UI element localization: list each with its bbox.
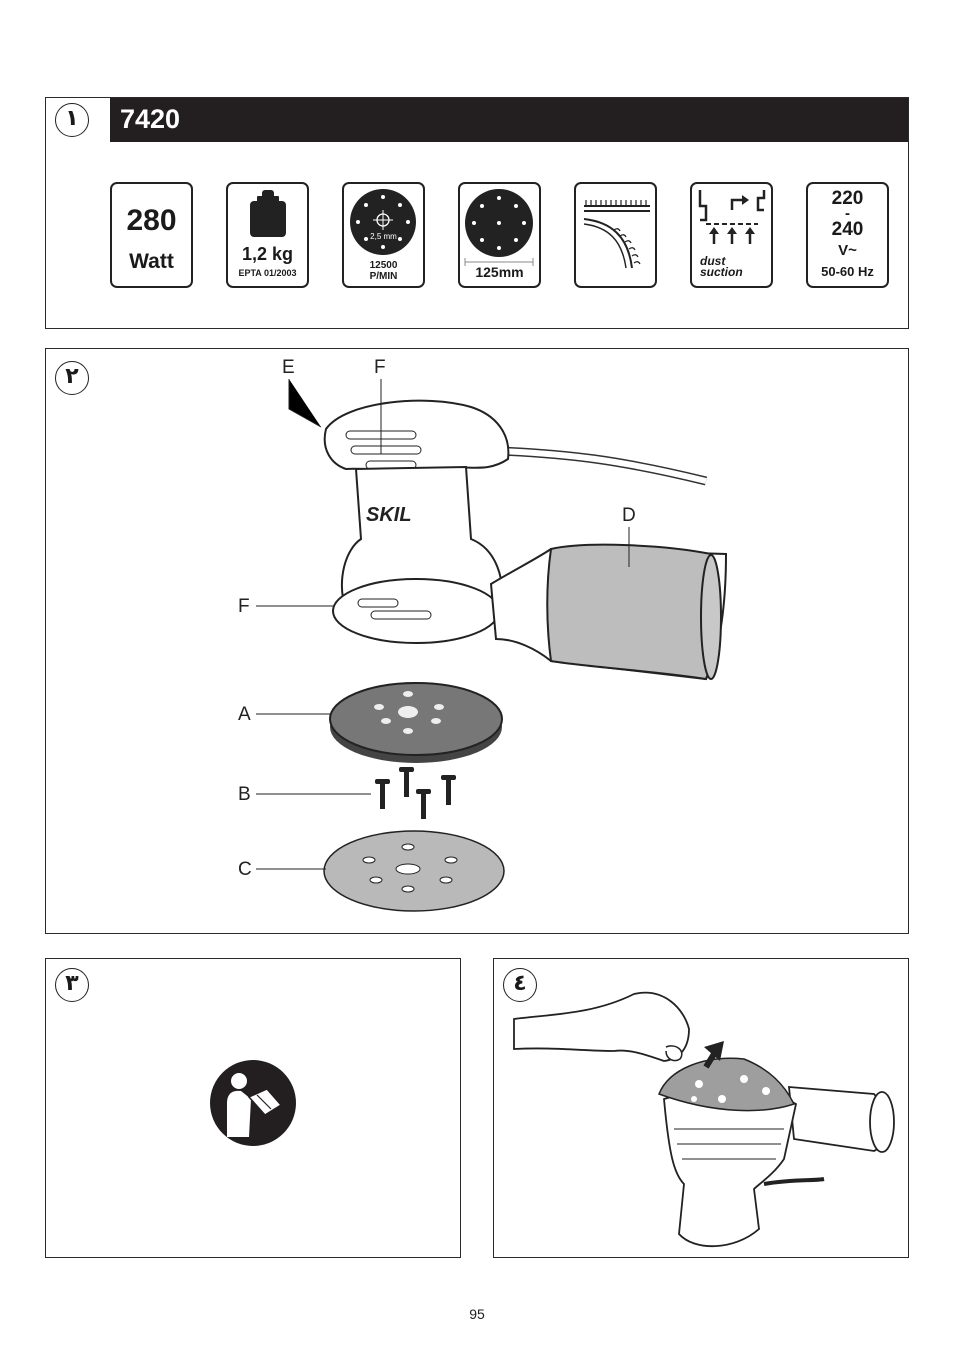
page-number: 95 xyxy=(469,1306,485,1322)
model-title: 7420 xyxy=(110,98,908,142)
label-e: E xyxy=(282,357,295,378)
panel-number: ٣ xyxy=(55,968,89,1002)
panel-3-read-manual: ٣ xyxy=(45,958,461,1258)
label-c: C xyxy=(238,859,252,880)
voltage-icon: 220 - 240 V~ 50-60 Hz xyxy=(806,182,889,288)
velcro-hook-loop-icon xyxy=(574,182,657,288)
power-value: 280 xyxy=(126,204,177,237)
orbit-diameter: 2,5 mm xyxy=(370,232,397,241)
orbit-disc-glyph xyxy=(350,189,416,255)
sander-exploded-illustration: SKIL xyxy=(256,379,728,912)
weight-value: 1,2 kg xyxy=(241,244,294,264)
panel-number: ١ xyxy=(55,103,89,137)
dust-label-2: suction xyxy=(700,265,743,279)
pad-size-value: 125mm xyxy=(475,264,524,280)
panel-4-change-sanding-disc: ٤ xyxy=(493,958,909,1258)
dust-suction-icon: dust suction xyxy=(690,182,773,288)
frequency: 50-60 Hz xyxy=(821,264,874,279)
label-d: D xyxy=(622,505,636,526)
voltage-bottom: 240 xyxy=(831,219,864,240)
voltage-top: 220 xyxy=(831,188,864,209)
velcro-glyph xyxy=(583,200,650,269)
panel-number: ٢ xyxy=(55,361,89,395)
disc-removal-illustration xyxy=(513,991,895,1248)
voltage-unit: V~ xyxy=(838,242,857,259)
power-unit: Watt xyxy=(129,250,174,273)
power-icon: 280 Watt xyxy=(110,182,193,288)
speed-value: 12500 xyxy=(369,260,398,271)
pad-size-icon: 125mm xyxy=(458,182,541,288)
brand-logo: SKIL xyxy=(366,504,412,526)
dust-label-1: dust xyxy=(700,254,726,268)
label-a: A xyxy=(238,704,251,725)
panel-1-technical-data: ١ 7420 280 Watt 1,2 kg EPTA 01/2003 2,5 xyxy=(45,97,909,329)
weight-icon: 1,2 kg EPTA 01/2003 xyxy=(226,182,309,288)
speed-unit: P/MIN xyxy=(369,271,398,282)
pad-disc-glyph xyxy=(464,189,534,266)
voltage-dash: - xyxy=(845,205,850,222)
label-f-top: F xyxy=(374,357,386,378)
dust-arrows-glyph xyxy=(698,190,766,244)
label-f-side: F xyxy=(238,596,250,617)
label-b: B xyxy=(238,784,251,805)
panel-2-parts-overview: ٢ SKIL xyxy=(45,348,909,934)
weight-standard: EPTA 01/2003 xyxy=(238,268,297,278)
read-manual-icon xyxy=(210,1060,296,1146)
panel-number: ٤ xyxy=(503,968,537,1002)
orbit-speed-icon: 2,5 mm 12500 P/MIN xyxy=(342,182,425,288)
weight-glyph xyxy=(250,190,286,237)
